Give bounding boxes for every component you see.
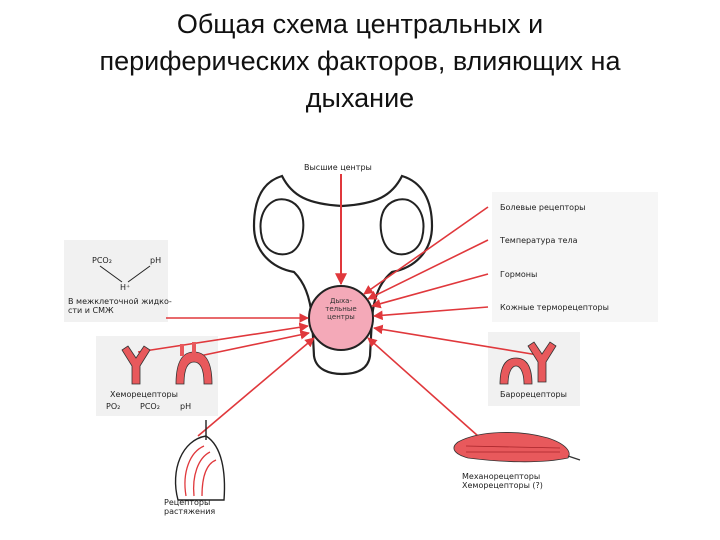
arrow-pain bbox=[363, 206, 489, 295]
stretch-line-1: Рецепторы bbox=[164, 498, 211, 507]
center-label-line-2: тельные bbox=[325, 305, 357, 313]
label-csf: В межклеточной жидко- сти и СМЖ bbox=[68, 297, 172, 315]
label-skin-thermoreceptors: Кожные терморецепторы bbox=[500, 303, 609, 312]
label-higher-centers: Высшие центры bbox=[304, 163, 372, 172]
left-hemisphere bbox=[259, 198, 305, 256]
label-pco2: PCO₂ bbox=[140, 402, 160, 411]
aortic-branch-1 bbox=[180, 344, 184, 356]
csf-panel bbox=[64, 240, 168, 322]
label-body-temperature: Температура тела bbox=[500, 236, 578, 245]
center-label-line-1: Дыха- bbox=[330, 297, 352, 305]
baroreceptor-aorta-icon bbox=[499, 357, 533, 385]
lung-red-3 bbox=[201, 459, 217, 497]
muscle-tendon bbox=[567, 455, 581, 461]
mechano-line-2: Хеморецепторы (?) bbox=[462, 481, 543, 490]
right-receptors-panel bbox=[492, 192, 658, 322]
csf-line-left bbox=[99, 265, 123, 283]
label-stretch-receptors: Рецепторы растяжения bbox=[164, 498, 215, 516]
lung-red-1 bbox=[184, 445, 205, 497]
arrow-stretch bbox=[197, 337, 315, 437]
respiratory-center bbox=[308, 285, 374, 351]
slide-title: Общая схема центральных и периферических… bbox=[0, 6, 720, 117]
arrow-chemo-2 bbox=[189, 330, 310, 359]
label-ph: pH bbox=[180, 402, 192, 411]
csf-line-1: В межклеточной жидко- bbox=[68, 297, 172, 306]
title-line-3: дыхание bbox=[305, 83, 415, 113]
arrow-hormones bbox=[371, 273, 489, 309]
lung-red-2 bbox=[192, 451, 211, 497]
label-hormones: Гормоны bbox=[500, 270, 538, 279]
label-csf-h: H⁺ bbox=[120, 283, 131, 292]
right-hemisphere bbox=[379, 198, 425, 256]
title-line-2: периферических факторов, влияющих на bbox=[99, 46, 621, 76]
csf-line-right bbox=[127, 265, 151, 283]
center-label-line-3: центры bbox=[327, 313, 355, 321]
arrow-mechano bbox=[367, 337, 479, 437]
muscle-fiber-1 bbox=[465, 445, 561, 449]
arrow-skin-thermo bbox=[373, 306, 489, 321]
label-baroreceptors: Барорецепторы bbox=[500, 390, 567, 399]
respiratory-center-label: Дыха- тельные центры bbox=[313, 297, 369, 321]
label-mechanoreceptors: Механорецепторы Хеморецепторы (?) bbox=[462, 472, 543, 490]
carotid-body-icon bbox=[121, 345, 151, 385]
label-chemoreceptors: Хеморецепторы bbox=[110, 390, 178, 399]
stretch-line-2: растяжения bbox=[164, 507, 216, 516]
arrow-chemo-1 bbox=[137, 322, 309, 353]
aortic-arch-icon bbox=[175, 351, 213, 385]
lung-outline bbox=[174, 435, 226, 501]
label-csf-ph: pH bbox=[150, 256, 162, 265]
arrow-temperature bbox=[367, 239, 489, 300]
baroreceptor-carotid-icon bbox=[527, 341, 557, 383]
title-line-1: Общая схема центральных и bbox=[176, 9, 544, 39]
mechano-line-1: Механорецепторы bbox=[462, 472, 541, 481]
label-csf-pco2: PCO₂ bbox=[92, 256, 112, 265]
aortic-branch-2 bbox=[192, 342, 196, 354]
arrow-baro bbox=[373, 324, 545, 357]
csf-line-2: сти и СМЖ bbox=[68, 306, 114, 315]
label-po2: PO₂ bbox=[106, 402, 121, 411]
label-pain-receptors: Болевые рецепторы bbox=[500, 203, 586, 212]
